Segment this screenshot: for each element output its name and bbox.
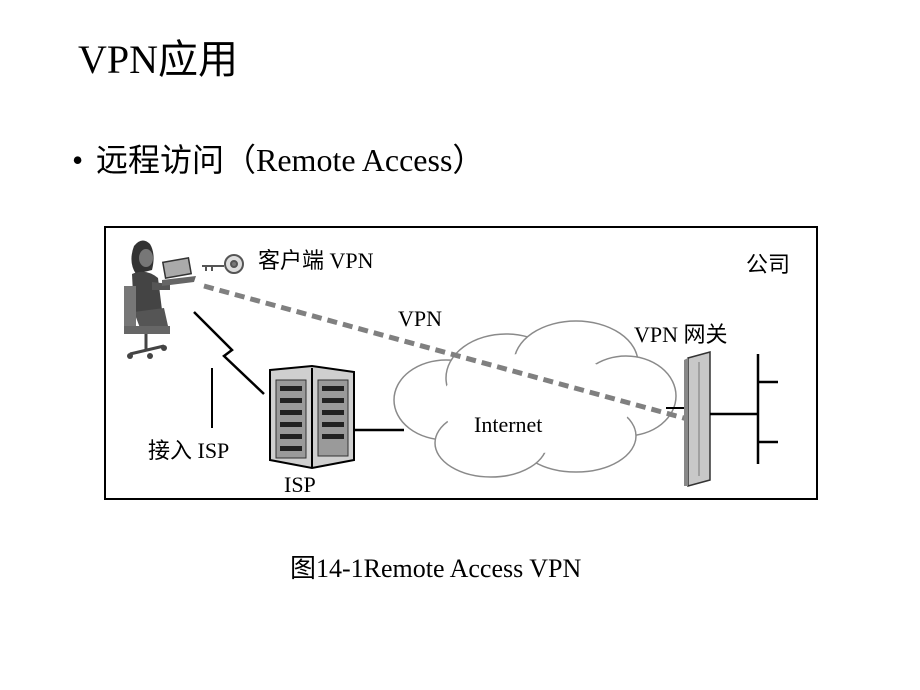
remote-access-vpn-diagram: 客户端 VPN 公司 VPN VPN 网关 Internet 接入 ISP IS… xyxy=(104,226,818,500)
dialup-link-line xyxy=(193,311,265,395)
diagram-graphics xyxy=(124,240,778,487)
access-isp-label: 接入 ISP xyxy=(148,438,230,463)
bullet-remote-access: • 远程访问（Remote Access） xyxy=(72,144,484,176)
bullet-dot: • xyxy=(72,142,84,178)
isp-server-icon xyxy=(269,364,355,470)
vpn-label: VPN xyxy=(398,306,443,331)
company-lan-lines xyxy=(710,354,778,464)
company-label: 公司 xyxy=(746,252,791,277)
vpn-tunnel-line xyxy=(203,283,692,423)
internet-cloud xyxy=(393,320,677,478)
slide-title: VPN应用 xyxy=(78,37,239,82)
vpn-client-key-icon xyxy=(202,254,244,274)
vpn-gateway-icon xyxy=(684,351,711,487)
client-vpn-label: 客户端 VPN xyxy=(258,248,374,273)
remote-user-icon xyxy=(124,240,196,359)
internet-label: Internet xyxy=(474,412,543,437)
vpn-gateway-label: VPN 网关 xyxy=(634,322,728,347)
figure-caption: 图14-1Remote Access VPN xyxy=(290,554,582,583)
bullet-text: 远程访问（Remote Access） xyxy=(96,142,485,178)
isp-label: ISP xyxy=(284,472,316,497)
